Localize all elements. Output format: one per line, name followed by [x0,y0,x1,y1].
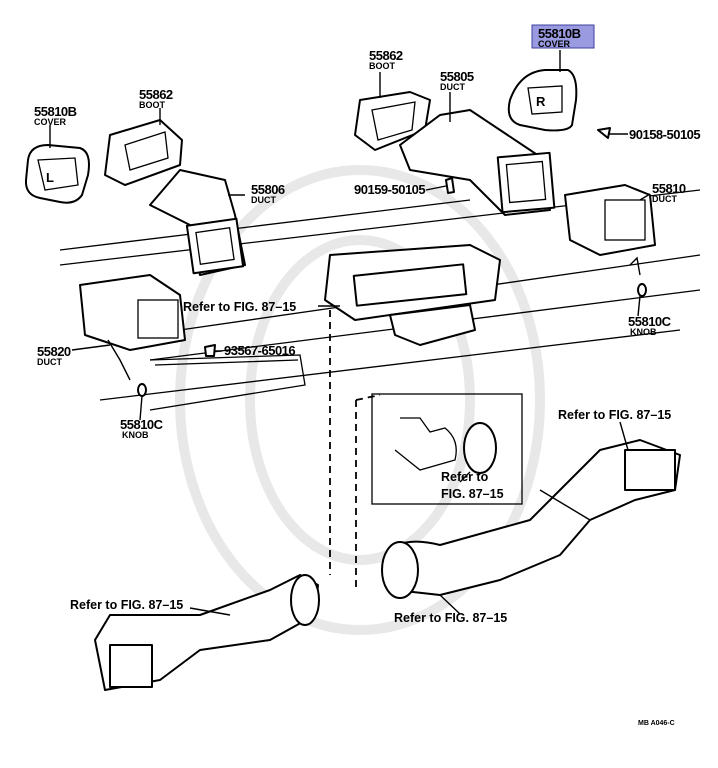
selected-part-highlight[interactable] [531,24,595,49]
callout-knob-right[interactable]: 55810C KNOB [628,314,672,337]
boot-left-part [104,119,183,186]
screw-mid-icon [445,177,455,194]
reference-right[interactable]: Refer to FIG. 87–15 [558,408,671,422]
watermark-logo [175,165,545,635]
part-name: KNOB [630,327,657,337]
duct-55805-part [399,109,556,216]
callout-duct-55805[interactable]: 55805 DUCT [440,69,474,92]
part-number[interactable]: 55862 [139,87,173,102]
duct-55820-part [79,274,186,381]
cover-right-part: R [507,69,578,132]
cover-left-part: L [24,144,90,204]
callout-boot-top[interactable]: 55862 BOOT [369,48,403,71]
callout-boot-left[interactable]: 55862 BOOT [139,87,173,110]
part-name: DUCT [440,82,465,92]
part-number[interactable]: 55810B [34,104,77,119]
center-vent-part [324,244,501,346]
duct-left-lower-part [94,574,320,691]
callout-screw-right[interactable]: 90158-50105 [629,127,701,142]
part-name: COVER [34,117,67,127]
part-number[interactable]: 55810 [652,181,686,196]
part-number[interactable]: 55810B [538,26,581,41]
part-name: COVER [538,39,571,49]
callout-screw-mid[interactable]: 90159-50105 [354,182,426,197]
reference-inset-line2[interactable]: FIG. 87–15 [441,487,504,501]
callout-knob-left[interactable]: 55810C KNOB [120,417,164,440]
leader-lines [49,50,651,616]
part-name: DUCT [37,357,62,367]
knob-right-part [637,283,647,297]
reference-center[interactable]: Refer to FIG. 87–15 [183,300,296,314]
callout-duct-55820[interactable]: 55820 DUCT [37,344,71,367]
reference-bottom-center[interactable]: Refer to FIG. 87–15 [394,611,507,625]
duct-55806-part [149,169,246,276]
part-name: DUCT [251,195,276,205]
figure-code: MB A046-C [638,720,675,727]
knob-left-part [137,383,147,397]
callout-duct-55810[interactable]: 55810 DUCT [652,181,686,204]
callout-duct-55806[interactable]: 55806 DUCT [251,182,285,205]
part-name: KNOB [122,430,149,440]
duct-55810-part [564,184,656,276]
callout-cover-right[interactable]: 55810B COVER [538,26,581,49]
part-number[interactable]: 55806 [251,182,285,197]
cover-letter-right: R [536,94,546,109]
cover-letter-left: L [46,170,54,185]
screw-right-icon [597,127,611,139]
screw-left-icon [204,344,216,357]
part-number[interactable]: 55820 [37,344,71,359]
inset-detail-box [371,393,523,505]
part-number[interactable]: 55862 [369,48,403,63]
duct-right-lower-part [381,439,681,599]
part-number[interactable]: 55805 [440,69,474,84]
part-number[interactable]: 55810C [628,314,672,329]
part-name: BOOT [139,100,166,110]
part-name: DUCT [652,194,677,204]
part-number[interactable]: 55810C [120,417,164,432]
callout-screw-left[interactable]: 93567-65016 [224,343,296,358]
callout-cover-left[interactable]: 55810B COVER [34,104,77,127]
reference-line-right [355,394,381,590]
part-name: BOOT [369,61,396,71]
reference-inset-line1[interactable]: Refer to [441,470,489,484]
reference-bottom-left[interactable]: Refer to FIG. 87–15 [70,598,183,612]
